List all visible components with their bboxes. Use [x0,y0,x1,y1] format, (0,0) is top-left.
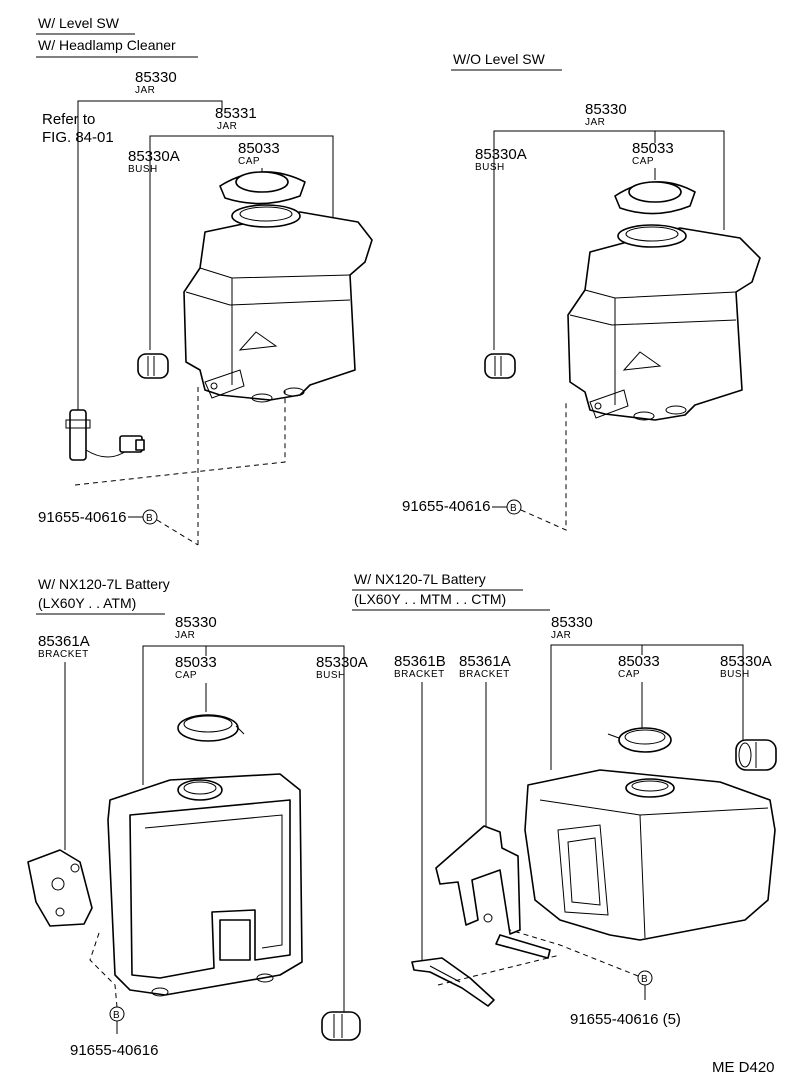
part-name-jar: JAR [175,630,195,641]
bracket-b-icon [411,957,495,1007]
part-number-cap: 85033 [238,140,280,157]
part-number-bush: 85330A [316,654,368,671]
bush-icon [137,353,169,379]
part-number-jar: 85330 [175,614,217,631]
part-number-jar: 85330 [585,101,627,118]
washer-jar-icon [567,224,761,421]
section-top-left: W/ Level SW W/ Headlamp Cleaner 85330 JA… [36,15,373,546]
part-number-jar: 85330 [135,69,177,86]
part-name-bush: BUSH [475,162,505,173]
part-name-bracket-a: BRACKET [459,669,510,680]
header-battery: W/ NX120-7L Battery [38,576,170,592]
cap-icon [607,727,672,753]
part-name-cap: CAP [632,156,654,167]
section-bottom-right: W/ NX120-7L Battery (LX60Y . . MTM . . C… [352,571,777,1028]
bolt-marker-label: B [510,503,517,514]
section-bottom-left: W/ NX120-7L Battery (LX60Y . . ATM) 8536… [27,576,368,1059]
header-level-sw: W/ Level SW [38,15,120,31]
bolt-marker-label: B [113,1010,120,1021]
bracket-icon [27,849,93,927]
part-number-cap: 85033 [632,140,674,157]
cap-icon [177,714,245,742]
part-name-jar: JAR [135,85,155,96]
part-number-bracket-a: 85361A [459,653,511,670]
header-model: (LX60Y . . ATM) [38,595,136,611]
part-name-bracket-b: BRACKET [394,669,445,680]
bush-icon [321,1011,361,1041]
level-switch-icon [65,398,145,461]
part-name-cap: CAP [238,156,260,167]
part-number-bolt: 91655-40616 [70,1042,158,1059]
bracket-a-icon [435,825,551,959]
part-name-jar: JAR [585,117,605,128]
refer-text: Refer to [42,111,95,128]
bolt-marker-label: B [641,974,648,985]
part-name-bush: BUSH [720,669,750,680]
part-number-jar: 85330 [551,614,593,631]
bush-icon [735,739,777,771]
bolt-marker-icon [142,509,158,525]
part-number-bracket: 85361A [38,633,90,650]
part-number-bolt: 91655-40616 [402,498,490,515]
part-name-jar-2: JAR [217,121,237,132]
part-number-bush: 85330A [475,146,527,163]
part-number-bush: 85330A [720,653,772,670]
section-top-right: W/O Level SW 85330 JAR 85330A BUSH 85033… [402,51,761,531]
cap-icon [614,181,696,215]
part-number-jar-2: 85331 [215,105,257,122]
part-name-bracket: BRACKET [38,649,89,660]
part-number-cap: 85033 [175,654,217,671]
header-without-level-sw: W/O Level SW [453,51,546,67]
bolt-marker-icon [506,499,522,515]
part-number-bolt: 91655-40616 (5) [570,1011,681,1028]
bolt-marker-label: B [146,513,153,524]
washer-jar-icon [107,773,303,997]
part-name-bush: BUSH [316,670,346,681]
part-name-bush: BUSH [128,164,158,175]
washer-jar-icon [524,769,776,941]
header-headlamp-cleaner: W/ Headlamp Cleaner [38,37,176,53]
cap-icon [219,171,306,205]
part-name-cap: CAP [175,670,197,681]
part-number-bush: 85330A [128,148,180,165]
bush-icon [484,353,516,379]
part-number-cap: 85033 [618,653,660,670]
header-model: (LX60Y . . MTM . . CTM) [354,591,506,607]
washer-jar-icon [183,204,373,403]
part-name-cap: CAP [618,669,640,680]
part-name-jar: JAR [551,630,571,641]
figure-code: ME D420 [712,1059,775,1076]
part-number-bracket-b: 85361B [394,653,446,670]
part-number-bolt: 91655-40616 [38,509,126,526]
header-battery: W/ NX120-7L Battery [354,571,486,587]
